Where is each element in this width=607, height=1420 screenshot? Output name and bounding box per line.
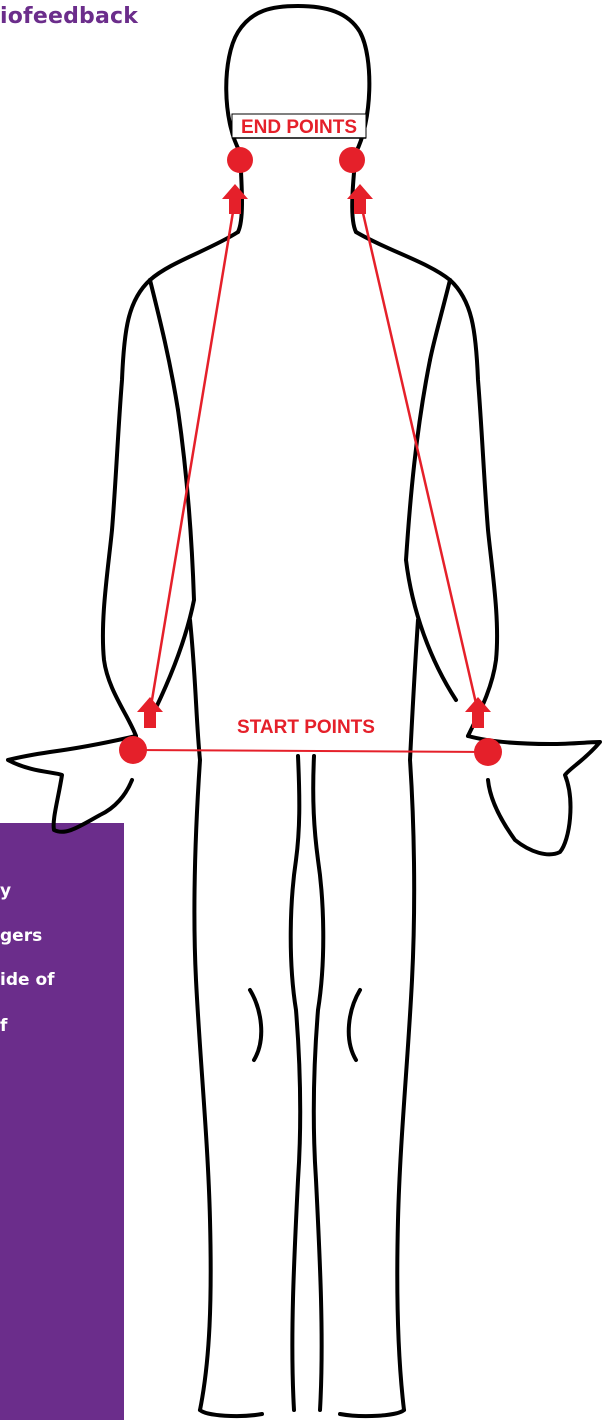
electrode-markers: END POINTS START POINTS <box>119 114 502 766</box>
left-torso-side <box>190 620 211 1410</box>
end-points-label: END POINTS <box>241 117 357 138</box>
start-points-label: START POINTS <box>237 717 375 738</box>
start-points-connector <box>133 750 488 752</box>
inner-legs <box>291 756 300 1410</box>
left-foot <box>200 1410 262 1416</box>
right-torso-side <box>397 620 418 1410</box>
left-knee <box>250 990 261 1060</box>
arrow-start-right <box>465 697 491 728</box>
end-point-right <box>339 147 365 173</box>
right-foot <box>340 1410 404 1416</box>
right-knee <box>349 990 360 1060</box>
end-point-left <box>227 147 253 173</box>
left-shoulder <box>150 280 178 410</box>
left-hand <box>8 736 136 832</box>
right-shoulder <box>430 280 450 360</box>
right-inner-arm <box>406 360 456 700</box>
body-outline <box>8 6 600 1416</box>
inner-legs-right <box>313 756 323 1410</box>
arrow-end-left <box>222 184 248 214</box>
